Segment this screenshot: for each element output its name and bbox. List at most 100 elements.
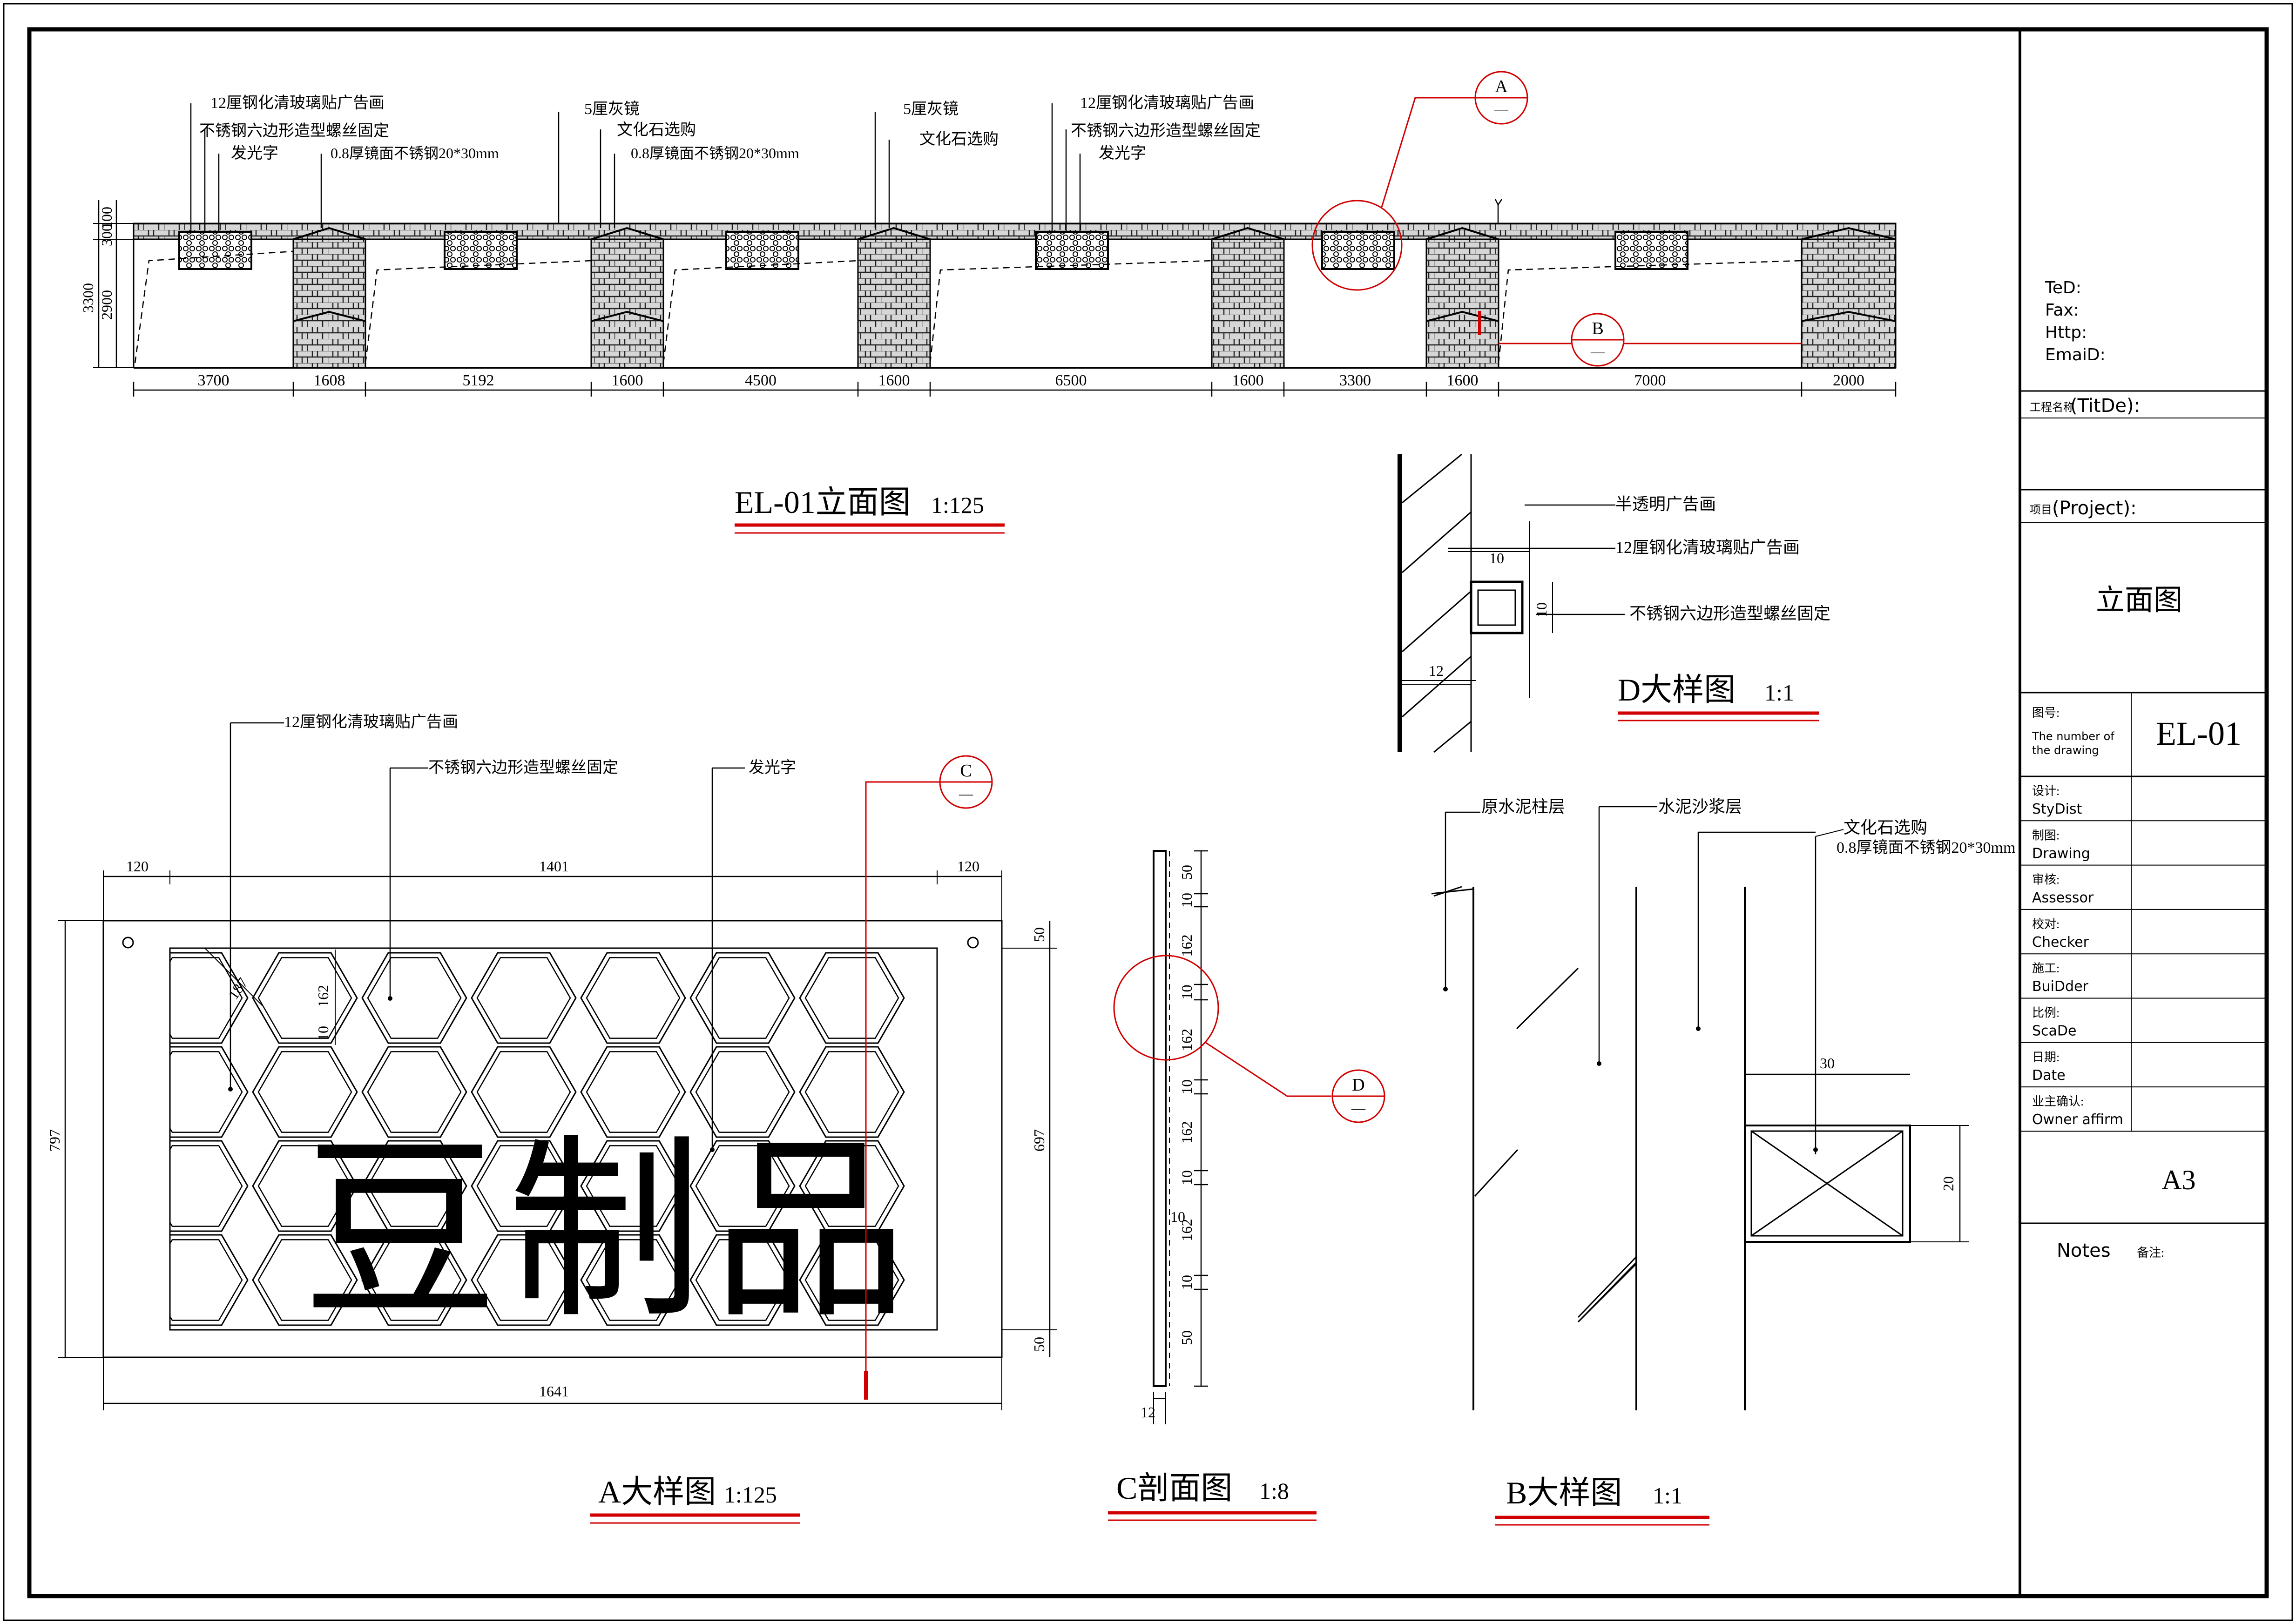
dimension-label: 10 bbox=[1178, 1275, 1195, 1290]
label-mirror: 5厘灰镜 bbox=[584, 100, 640, 118]
label-mirror: 5厘灰镜 bbox=[903, 100, 959, 118]
drawing-no-en2: the drawing bbox=[2032, 744, 2099, 757]
detail-a-view: 豆制品 12厘钢化清玻璃贴广告画 不锈钢六边形造型螺丝固定 发光字 120 14… bbox=[46, 713, 1057, 1524]
label-glass-ad: 12厘钢化清玻璃贴广告画 bbox=[1615, 538, 1800, 557]
tb-row-en: Owner affirm bbox=[2032, 1112, 2123, 1128]
contact-email: EmaiD: bbox=[2045, 345, 2106, 364]
tb-row-cn: 制图: bbox=[2032, 829, 2060, 842]
dim-inner: 10 bbox=[1170, 1208, 1185, 1225]
elevation-title: EL-01立面图 bbox=[735, 485, 911, 520]
stone-band bbox=[133, 222, 1897, 240]
notes-en: Notes bbox=[2057, 1240, 2111, 1261]
label-glass-ad: 12厘钢化清玻璃贴广告画 bbox=[284, 713, 458, 731]
dim-height: 797 bbox=[46, 1129, 63, 1152]
section-c-scale: 1:8 bbox=[1259, 1478, 1289, 1504]
hex-cell-inner bbox=[367, 1239, 462, 1321]
vdim: 2900 bbox=[98, 290, 115, 320]
hex-cell bbox=[799, 1140, 905, 1232]
section-c-title: C剖面图 bbox=[1116, 1470, 1232, 1506]
drawing-no-cn: 图号: bbox=[2032, 706, 2060, 720]
dimension-label: 5192 bbox=[463, 372, 494, 389]
dim-width: 30 bbox=[1820, 1055, 1835, 1071]
detail-b-title: B大样图 bbox=[1506, 1475, 1622, 1510]
hex-cell bbox=[252, 1046, 358, 1138]
hex-cell-inner bbox=[695, 1239, 790, 1321]
hex-cell bbox=[689, 1140, 796, 1232]
project-cn: 项目 bbox=[2030, 504, 2052, 516]
hex-cell bbox=[170, 1234, 249, 1326]
drawing-no-en1: The number of bbox=[2032, 730, 2114, 743]
vdim: 100 bbox=[98, 207, 115, 229]
hex-cell-inner bbox=[586, 957, 681, 1039]
hex-cell bbox=[689, 1046, 796, 1138]
hex-cell-inner bbox=[695, 957, 790, 1039]
hex-cell bbox=[252, 1140, 358, 1232]
stone-column bbox=[1801, 238, 1897, 369]
dim-d10a: 10 bbox=[1489, 550, 1504, 566]
title-block-rows: 设计:StyDist制图:Drawing审核:Assessor校对:Checke… bbox=[2020, 784, 2267, 1132]
hex-sign bbox=[1321, 231, 1395, 270]
contact-http: Http: bbox=[2045, 323, 2087, 342]
tb-row-en: Date bbox=[2032, 1067, 2066, 1084]
dimension-label: 1600 bbox=[878, 372, 910, 389]
hex-cell bbox=[361, 952, 467, 1044]
dimension-label: 3300 bbox=[1339, 372, 1371, 389]
hex-sign bbox=[1035, 231, 1109, 270]
steel-box bbox=[1744, 1125, 1911, 1243]
dim-bot: 50 bbox=[1031, 1337, 1047, 1352]
dimension-label: 2000 bbox=[1833, 372, 1864, 389]
dimension-label: 1600 bbox=[612, 372, 643, 389]
sign-inner bbox=[169, 947, 938, 1331]
sign-panel bbox=[102, 920, 1003, 1358]
hex-sign bbox=[444, 231, 518, 270]
callout-b-sub: — bbox=[1590, 344, 1605, 359]
hex-cell bbox=[170, 1140, 249, 1232]
project-name-en: (TitDe): bbox=[2070, 395, 2140, 417]
section-strip bbox=[1153, 850, 1167, 1387]
hex-cell-inner bbox=[695, 1051, 790, 1133]
hex-cell bbox=[580, 1234, 686, 1326]
stone-columns bbox=[292, 227, 1897, 369]
tb-row-en: Drawing bbox=[2032, 845, 2090, 862]
notes-cn: 备注: bbox=[2137, 1246, 2164, 1260]
label-steel: 0.8厚镜面不锈钢20*30mm bbox=[1837, 839, 2015, 856]
callout-b-label: B bbox=[1592, 319, 1603, 338]
hex-cell-inner bbox=[257, 1145, 352, 1227]
hex-cell bbox=[170, 1046, 249, 1138]
dim-height: 20 bbox=[1940, 1176, 1957, 1191]
dimension-label: 50 bbox=[1178, 1330, 1195, 1345]
dim-right: 120 bbox=[957, 858, 979, 875]
drawing-title: 立面图 bbox=[2096, 585, 2182, 616]
detail-a-title: A大样图 bbox=[598, 1474, 716, 1509]
dim-hex-h: 162 bbox=[315, 985, 331, 1007]
dimension-label: 162 bbox=[1178, 1029, 1195, 1051]
drawing-no-value: EL-01 bbox=[2156, 715, 2242, 752]
callout-d-label: D bbox=[1352, 1075, 1364, 1095]
hex-cell-inner bbox=[586, 1051, 681, 1133]
detail-b-scale: 1:1 bbox=[1653, 1482, 1682, 1509]
hex-cell-inner bbox=[257, 957, 352, 1039]
hex-cell-inner bbox=[804, 1051, 899, 1133]
tb-row-cn: 校对: bbox=[2032, 917, 2060, 931]
label-steel: 0.8厚镜面不锈钢20*30mm bbox=[331, 145, 499, 162]
hex-cell bbox=[799, 952, 905, 1044]
hex-cell bbox=[471, 952, 577, 1044]
hex-cell bbox=[361, 1140, 467, 1232]
hex-cell-inner bbox=[586, 1145, 681, 1227]
hex-cell bbox=[580, 1140, 686, 1232]
callout-c-sub: — bbox=[959, 786, 973, 802]
detail-d-view: 10 10 12 半透明广告画 12厘钢化清玻璃贴广告画 不锈钢六边形造型螺丝固… bbox=[1398, 453, 1830, 753]
dimension-label: 10 bbox=[1178, 1079, 1195, 1094]
label-hex-screw: 不锈钢六边形造型螺丝固定 bbox=[1629, 604, 1830, 623]
label-hex-screw: 不锈钢六边形造型螺丝固定 bbox=[199, 122, 389, 140]
dimension-label: 7000 bbox=[1634, 372, 1666, 389]
contact-fax: Fax: bbox=[2045, 301, 2079, 320]
hex-cell bbox=[471, 1140, 577, 1232]
label-stone: 文化石选购 bbox=[919, 130, 999, 148]
dimension-label: 10 bbox=[1178, 985, 1195, 1000]
elevation-view: A — B — 12厘钢化清玻璃贴广告画 不锈钢六边形造型螺丝固定 发光字 0.… bbox=[80, 71, 1897, 534]
project-name-cn: 工程名称 bbox=[2030, 401, 2074, 414]
tb-row-cn: 施工: bbox=[2032, 962, 2060, 975]
